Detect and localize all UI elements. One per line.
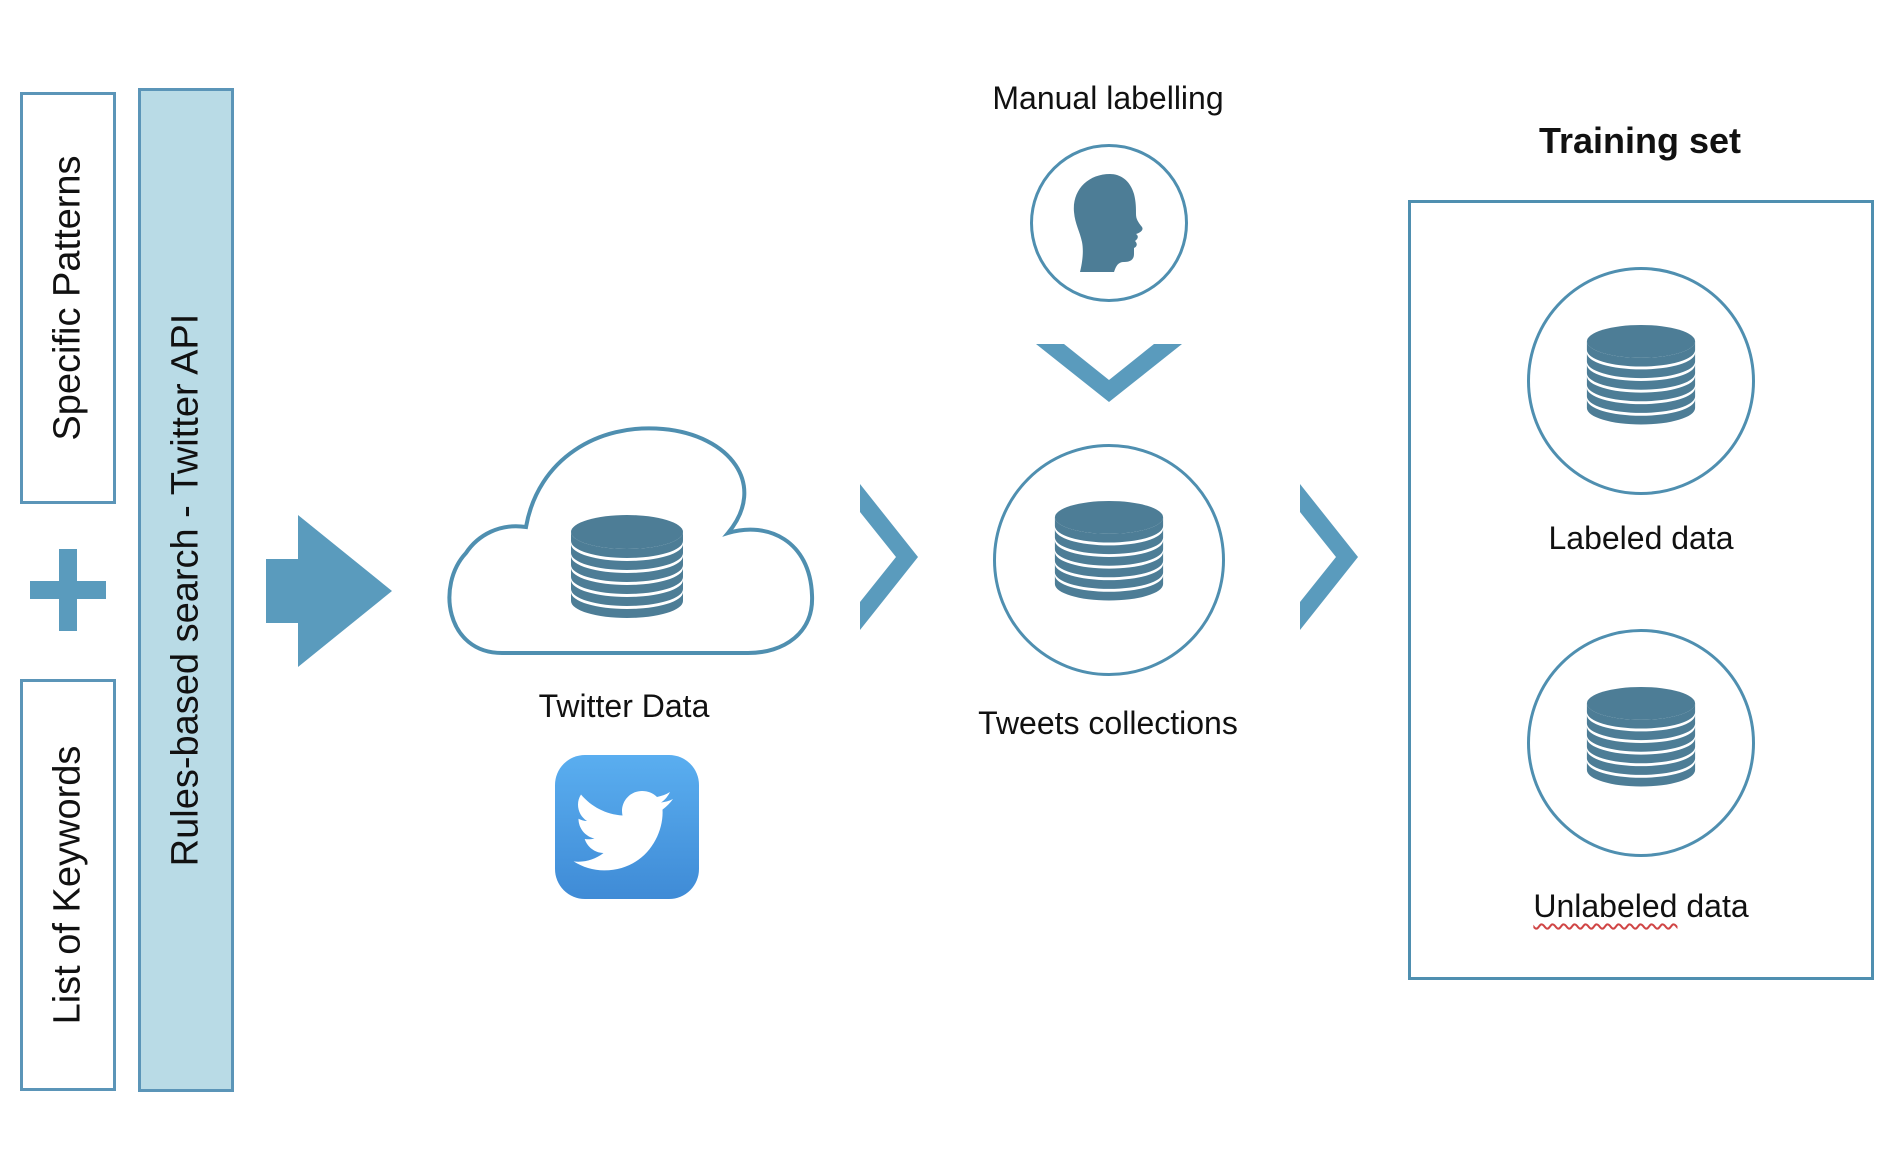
database-layer xyxy=(1586,738,1696,764)
database-layer xyxy=(571,568,683,594)
twitter-data-label: Twitter Data xyxy=(538,688,710,724)
list-of-keywords-label: List of Keywords xyxy=(46,745,89,1025)
database-layer xyxy=(1054,517,1164,543)
unlabeled-spellcheck-word: Unlabeled xyxy=(1533,888,1678,924)
manual-labelling-label: Manual labelling xyxy=(992,80,1224,116)
chevron-right-icon xyxy=(860,484,918,630)
database-layer xyxy=(1586,714,1696,741)
database-layer xyxy=(1586,749,1696,775)
database-layer xyxy=(571,544,683,570)
database-layer xyxy=(1586,399,1696,425)
database-layer xyxy=(1586,352,1696,379)
database-layer xyxy=(1054,563,1164,589)
database-layer xyxy=(1586,761,1696,787)
plus-icon xyxy=(30,549,106,631)
database-top xyxy=(571,515,683,549)
database-layer xyxy=(1586,703,1696,729)
labeled-data-label: Labeled data xyxy=(1548,520,1734,556)
database-layer xyxy=(1586,376,1696,402)
database-layer xyxy=(1586,726,1696,752)
database-layer xyxy=(1054,552,1164,578)
database-layer xyxy=(1586,364,1696,390)
database-layer xyxy=(571,556,683,582)
database-layer xyxy=(571,580,683,606)
rules-based-search-label: Rules-based search - Twitter API xyxy=(164,313,207,867)
tweets-collections-label: Tweets collections xyxy=(978,705,1238,741)
chevron-down-icon xyxy=(1036,344,1182,402)
database-layer xyxy=(571,592,683,618)
unlabeled-database-icon xyxy=(1586,686,1696,787)
database-top xyxy=(1054,500,1164,534)
database-layer xyxy=(571,532,683,558)
database-layer xyxy=(1054,540,1164,566)
head-icon xyxy=(1073,174,1143,272)
arrow-right-icon xyxy=(266,515,392,667)
labeled-database-icon xyxy=(1586,324,1696,425)
training-set-title: Training set xyxy=(1538,120,1742,161)
unlabeled-data-label: Unlabeled data xyxy=(1533,888,1749,924)
database-top xyxy=(1586,324,1696,358)
tweets-database-icon xyxy=(1054,500,1164,601)
specific-patterns-box: Specific Patterns xyxy=(20,92,116,504)
database-layer xyxy=(1586,341,1696,367)
list-of-keywords-box: List of Keywords xyxy=(20,679,116,1091)
database-layer xyxy=(1054,575,1164,601)
database-top xyxy=(1586,686,1696,720)
database-layer xyxy=(1054,528,1164,555)
rules-based-search-bar: Rules-based search - Twitter API xyxy=(138,88,234,1092)
database-layer xyxy=(1586,387,1696,413)
twitter-logo-icon xyxy=(555,755,699,899)
cloud-database-icon xyxy=(571,515,683,618)
specific-patterns-label: Specific Patterns xyxy=(46,155,89,441)
chevron-right-icon-2 xyxy=(1300,484,1358,630)
